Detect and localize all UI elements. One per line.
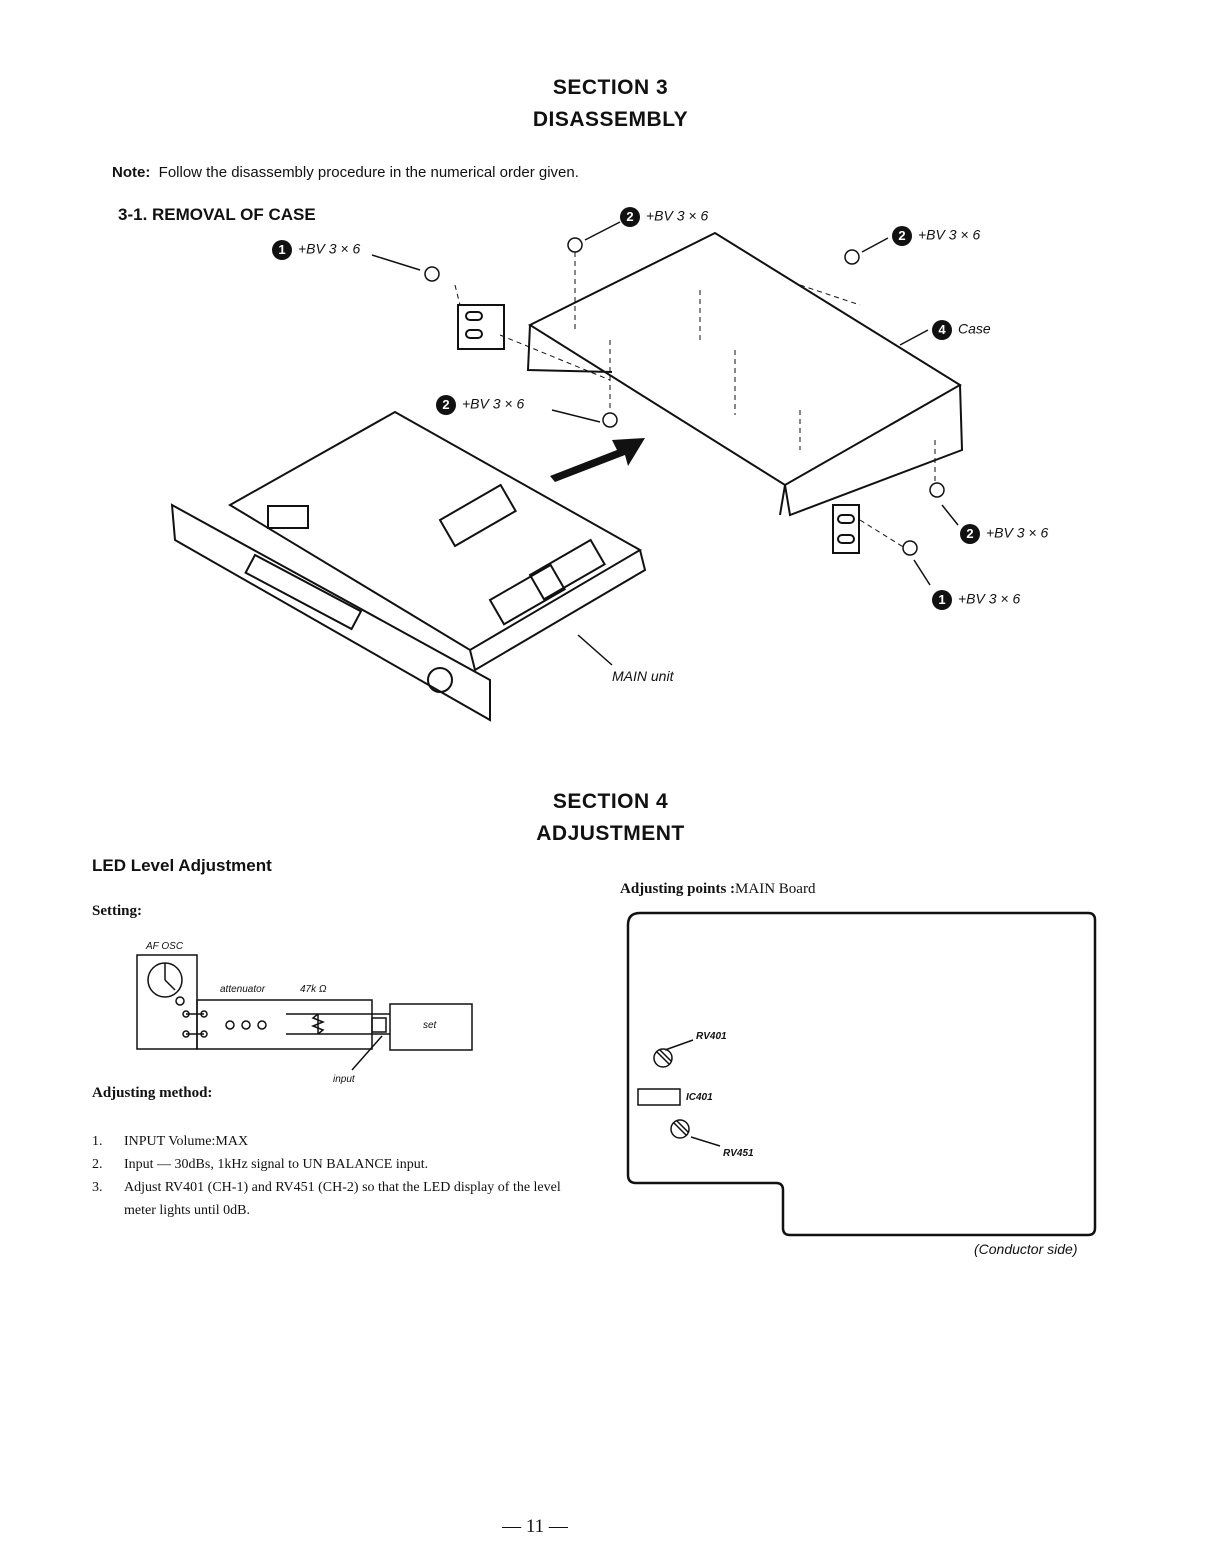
main-board-outline — [626, 911, 1097, 1237]
section-4-subtitle: ADJUSTMENT — [536, 822, 685, 845]
method-step: 2.Input — 30dBs, 1kHz signal to UN BALAN… — [92, 1157, 429, 1172]
rv401-label: RV401 — [696, 1031, 727, 1042]
callout-2-top: 2+BV 3 × 6 — [620, 207, 708, 227]
front-knob — [427, 667, 453, 693]
rv401-trimmer-icon — [653, 1048, 673, 1068]
method-steps: 1.INPUT Volume:MAX 2.Input — 30dBs, 1kHz… — [92, 1130, 592, 1222]
ic401-label: IC401 — [686, 1092, 713, 1103]
set-box — [389, 1003, 473, 1051]
callout-1-bottom-right: 1+BV 3 × 6 — [932, 590, 1020, 610]
method-label: Adjusting method: — [92, 1085, 213, 1101]
note-label: Note: — [112, 164, 151, 181]
screw-icon — [844, 249, 860, 265]
bracket-left — [457, 304, 505, 350]
setting-diagram — [136, 954, 473, 1071]
rv451-label: RV451 — [723, 1148, 754, 1159]
rv451-trimmer-icon — [670, 1119, 690, 1139]
assembly-direction-arrow — [550, 438, 645, 482]
af-osc-label: AF OSC — [146, 941, 184, 952]
note: Note: Follow the disassembly procedure i… — [112, 164, 579, 181]
main-unit-label: MAIN unit — [612, 668, 674, 684]
screw-icon — [902, 540, 918, 556]
bracket-right — [832, 504, 860, 554]
disassembly-illustration — [170, 221, 964, 722]
setting-label: Setting: — [92, 903, 142, 919]
method-step: 1.INPUT Volume:MAX — [92, 1134, 249, 1149]
case-left-side — [526, 324, 613, 373]
screw-icon — [602, 412, 618, 428]
note-text: Follow the disassembly procedure in the … — [158, 164, 579, 181]
section-3-title: SECTION 3 — [552, 76, 669, 99]
front-panel — [170, 503, 491, 722]
page-number: — 11 — — [502, 1516, 568, 1537]
input-label: input — [333, 1074, 355, 1085]
resistor-label: 47k Ω — [300, 984, 327, 995]
callout-2-middle: 2+BV 3 × 6 — [436, 395, 524, 415]
callout-2-top-right: 2+BV 3 × 6 — [892, 226, 980, 246]
adjusting-points-label: Adjusting points :MAIN Board — [620, 881, 816, 897]
screw-icon — [424, 266, 440, 282]
method-step: 3.Adjust RV401 (CH-1) and RV451 (CH-2) s… — [92, 1180, 561, 1218]
section-4-title: SECTION 4 — [552, 790, 669, 813]
callout-2-bottom-right: 2+BV 3 × 6 — [960, 524, 1048, 544]
conductor-side-label: (Conductor side) — [974, 1241, 1078, 1257]
callout-1-top-left: 1+BV 3 × 6 — [272, 240, 360, 260]
led-heading: LED Level Adjustment — [92, 856, 272, 875]
section-3-subtitle: DISASSEMBLY — [532, 108, 689, 131]
attenuator-label: attenuator — [220, 984, 266, 995]
screw-icon — [929, 482, 945, 498]
case-right-side — [784, 384, 964, 517]
ic401-chip-icon — [637, 1088, 681, 1106]
removal-heading: 3-1. REMOVAL OF CASE — [118, 205, 316, 224]
set-label: set — [423, 1020, 437, 1031]
